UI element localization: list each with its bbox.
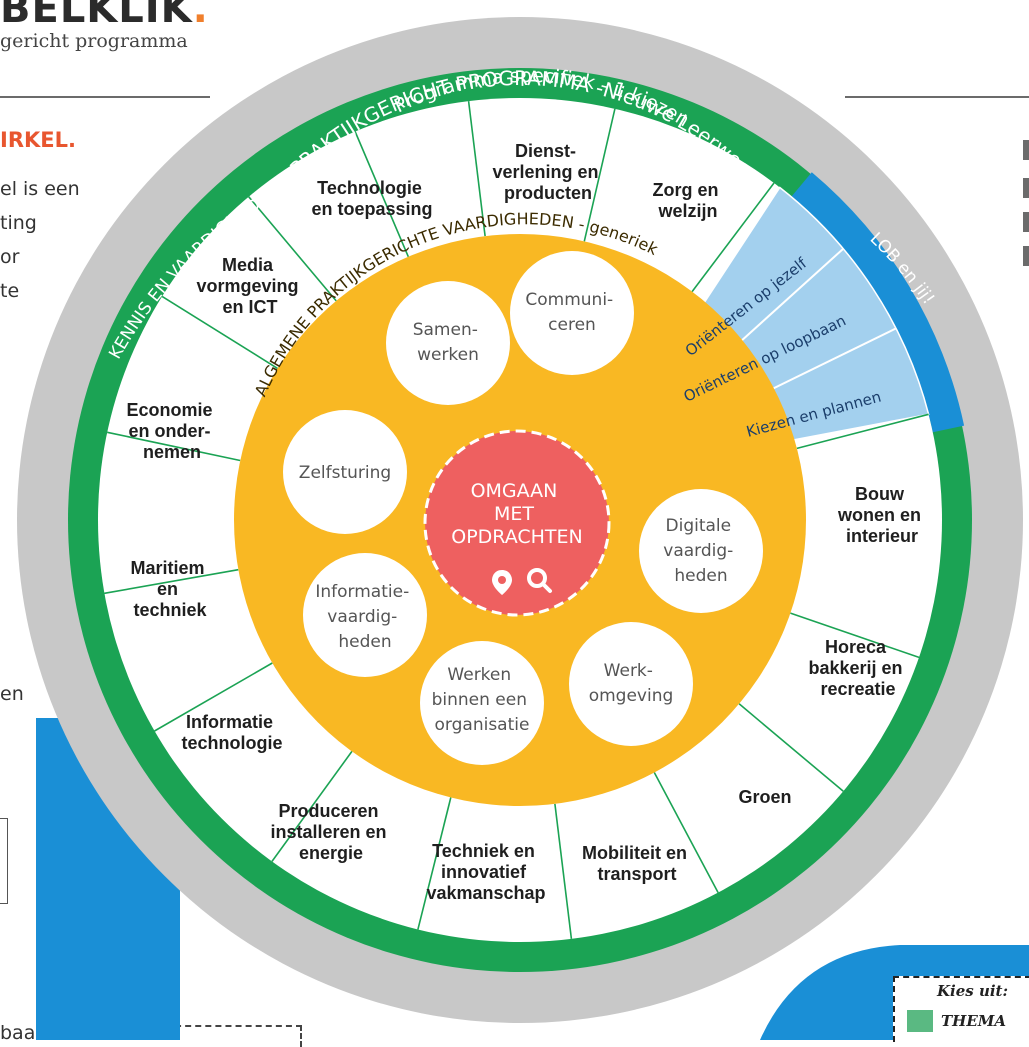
sector-divider — [583, 108, 616, 242]
center-label-line: MET — [494, 503, 534, 525]
sector-divider — [738, 703, 844, 792]
sector-label-techniek: Techniek en innovatief vakmanschap — [426, 841, 545, 903]
center-label: OMGAAN MET OPDRACHTEN — [451, 480, 583, 548]
sector-label-informatie: Informatie technologie — [181, 712, 282, 753]
sector-divider — [790, 612, 920, 659]
brand-title-dot: . — [192, 0, 209, 32]
body-text-fragment: ting — [0, 212, 37, 234]
sector-divider — [104, 568, 239, 595]
center-label-line: OPDRACHTEN — [451, 526, 583, 548]
sector-divider — [796, 413, 929, 450]
right-column-mark — [1023, 212, 1029, 232]
svg-text:OMGAAN MET OPD: OMGAAN MET OPDRACHTEN — [451, 480, 583, 548]
sector-divider — [154, 662, 273, 732]
left-divider — [0, 96, 210, 98]
sector-label-technologie: Technologie en toepassing — [311, 178, 432, 219]
right-column-mark — [1023, 246, 1029, 266]
sector-divider — [161, 295, 278, 370]
skill-circle-digitale-vaardigheden — [639, 489, 763, 613]
skill-labels: Communi- ceren Digitale vaardig- heden W… — [299, 290, 738, 735]
body-text-fragment: te — [0, 280, 20, 302]
sector-divider — [691, 182, 775, 293]
sector-label-groen: Groen — [738, 787, 791, 807]
side-box-edge — [0, 818, 8, 904]
sector-label-maritiem: Maritiem en techniek — [130, 558, 209, 620]
right-divider — [845, 96, 1029, 98]
sector-divider — [107, 431, 241, 462]
sector-divider — [653, 772, 719, 893]
center-circle — [423, 429, 611, 617]
sector-labels: Dienst- verlening en producten Zorg en w… — [126, 141, 926, 903]
legend-swatch-thema — [907, 1010, 933, 1032]
sector-label-economie: Economie en onder- nemen — [126, 400, 217, 462]
skill-label-zelfsturing: Zelfsturing — [299, 463, 391, 483]
sector-dividers — [104, 101, 929, 939]
skill-circles — [283, 251, 763, 765]
section-heading: IRKEL. — [0, 128, 76, 152]
body-text-fragment: en — [0, 683, 24, 705]
sector-label-produceren: Produceren installeren en energie — [270, 801, 391, 863]
brand-title-text: BELKLIK — [0, 0, 193, 32]
legend-title: Kies uit: — [937, 982, 1009, 1000]
sector-divider — [271, 750, 353, 862]
skill-circle-werkomgeving — [569, 622, 693, 746]
legend: Kies uit: THEMA — [893, 976, 1029, 1042]
dashed-box-corner — [165, 1025, 302, 1047]
skill-circle-communiceren — [510, 251, 634, 375]
brand-subtitle: gericht programma — [0, 30, 188, 52]
location-pin-icon — [492, 570, 512, 595]
skill-circle-informatievaardigheden — [303, 553, 427, 677]
body-text-fragment: baan — [0, 1022, 48, 1044]
sector-label-media: Media vormgeving en ICT — [196, 255, 303, 317]
skill-label-werkomgeving: Werk- omgeving — [589, 661, 674, 706]
sector-divider — [248, 196, 337, 302]
sector-divider — [417, 797, 452, 930]
right-column-mark — [1023, 140, 1029, 160]
magnifier-icon — [527, 568, 552, 593]
body-text-fragment: el is een — [0, 178, 80, 200]
body-text-fragment: or — [0, 246, 20, 268]
skill-label-digitale-vaardigheden: Digitale vaardig- heden — [663, 516, 738, 586]
skill-circle-samenwerken — [386, 281, 510, 405]
skill-circle-zelfsturing — [283, 410, 407, 534]
skill-label-informatievaardigheden: Informatie- vaardig- heden — [315, 582, 414, 652]
skill-label-samenwerken: Samen- werken — [413, 320, 484, 365]
skill-circle-werken-binnen-organisatie — [420, 641, 544, 765]
sector-label-zorg: Zorg en welzijn — [652, 180, 723, 221]
blue-ring-sector — [791, 172, 965, 433]
sector-divider — [354, 131, 410, 258]
sector-label-bouw: Bouw wonen en interieur — [837, 484, 926, 546]
sector-label-mobiliteit: Mobiliteit en transport — [582, 843, 692, 884]
sector-divider — [554, 803, 573, 939]
center-label-line: OMGAAN — [471, 480, 558, 502]
skill-label-werken-binnen-organisatie: Werken binnen een organisatie — [432, 665, 533, 735]
sector-divider — [467, 101, 486, 237]
sector-label-horeca: Horeca bakkerij en recreatie — [808, 637, 907, 699]
brand-title: BELKLIK. — [0, 0, 209, 32]
sector-label-dienstverlening: Dienst- verlening en producten — [492, 141, 603, 203]
right-column-mark — [1023, 178, 1029, 198]
legend-label-thema: THEMA — [941, 1012, 1007, 1030]
skill-label-communiceren: Communi- ceren — [525, 290, 618, 335]
